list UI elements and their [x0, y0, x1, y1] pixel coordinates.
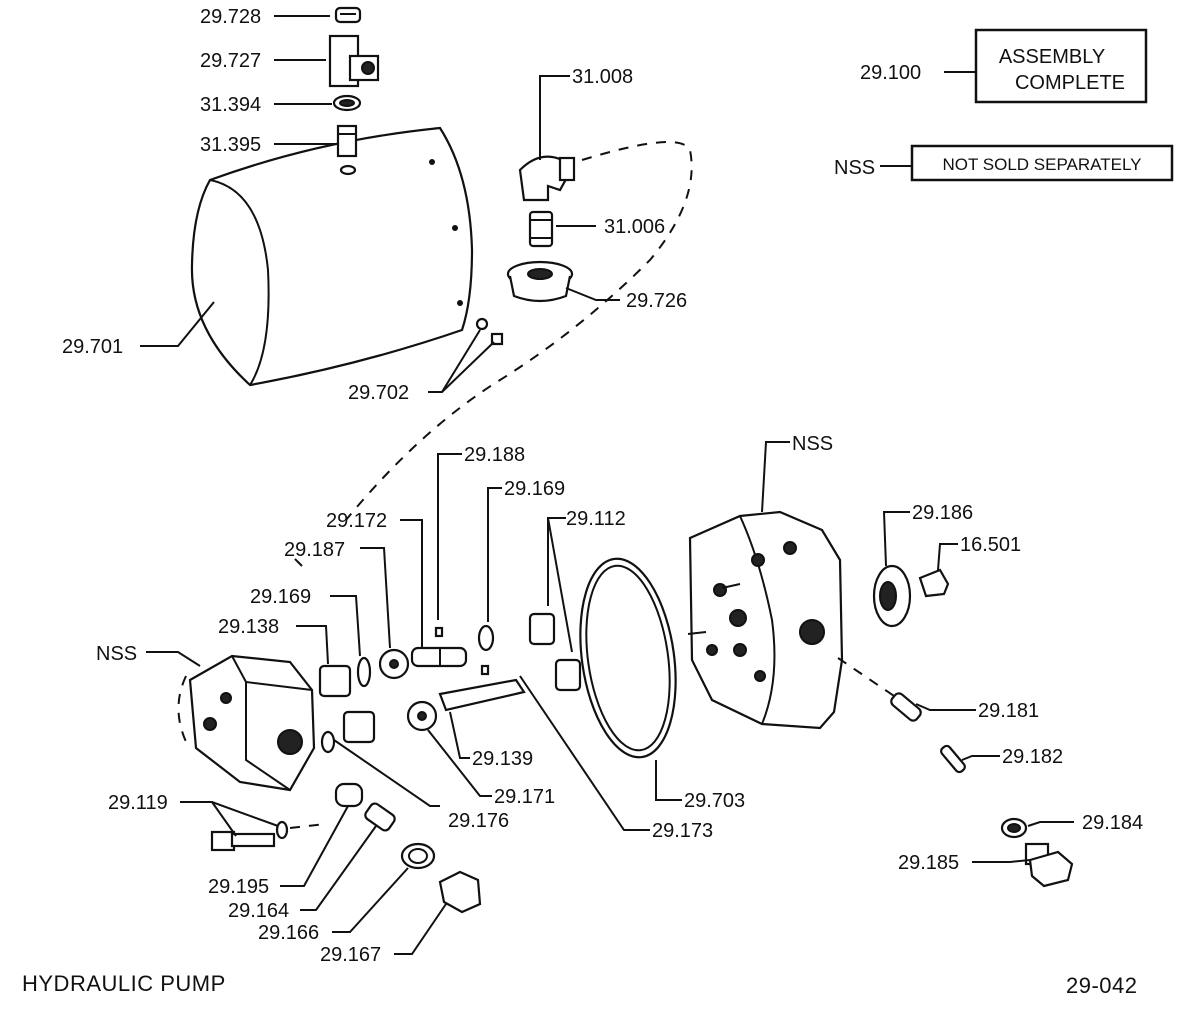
- label-29-182: 29.182: [1002, 746, 1063, 768]
- label-29-726: 29.726: [626, 290, 687, 312]
- label-29-195: 29.195: [208, 876, 269, 898]
- callout-labels: 29.728 29.727 31.394 31.395 31.008 31.00…: [62, 6, 1143, 966]
- plug-29-185: [1024, 842, 1074, 888]
- fasteners-29-702: [475, 317, 504, 346]
- return-hose-dashed: [345, 141, 693, 521]
- leader-lines: [140, 15, 1074, 955]
- label-29-139: 29.139: [472, 748, 533, 770]
- tee-fitting-29-727: [328, 34, 380, 88]
- seal-29-186: [872, 564, 912, 628]
- label-29-727: 29.727: [200, 50, 261, 72]
- label-29-164: 29.164: [228, 900, 289, 922]
- label-29-172: 29.172: [326, 510, 387, 532]
- bolt-path-dashed: [289, 823, 327, 829]
- assembly-text-line2: COMPLETE: [1015, 72, 1125, 94]
- assembly-text-line1: ASSEMBLY: [999, 46, 1105, 68]
- seal-ring-29-169-top: [477, 624, 495, 652]
- label-29-728: 29.728: [200, 6, 261, 28]
- label-29-176: 29.176: [448, 810, 509, 832]
- seal-ring-29-169-left: [320, 656, 372, 754]
- label-29-701: 29.701: [62, 336, 123, 358]
- breather-cap-29-728: [334, 6, 362, 24]
- fitting-16-501: [918, 568, 950, 598]
- diagram-title: HYDRAULIC PUMP: [22, 971, 226, 996]
- label-29-119: 29.119: [108, 792, 168, 814]
- label-16-501: 16.501: [960, 534, 1021, 556]
- valve-path-dashed: [837, 657, 901, 701]
- label-31-394: 31.394: [200, 94, 261, 116]
- nipple-31-395: [336, 124, 358, 158]
- gear-29-171: [406, 700, 438, 732]
- label-nss-right: NSS: [792, 433, 833, 455]
- washer-29-184: [1000, 817, 1028, 839]
- label-nss-left: NSS: [96, 643, 137, 665]
- label-31-395: 31.395: [200, 134, 261, 156]
- key-29-188: [434, 626, 444, 638]
- assembly-legend: 29.100 ASSEMBLY COMPLETE: [860, 28, 1148, 104]
- plug-29-167: [438, 870, 482, 914]
- label-31-006: 31.006: [604, 216, 665, 238]
- adapter-29-726: [506, 260, 574, 303]
- bushing-29-138: [318, 664, 376, 744]
- label-29-173: 29.173: [652, 820, 713, 842]
- label-29-186: 29.186: [912, 502, 973, 524]
- label-29-185: 29.185: [898, 852, 959, 874]
- label-29-112: 29.112: [566, 508, 626, 530]
- label-29-171: 29.171: [494, 786, 555, 808]
- label-29-169-left: 29.169: [250, 586, 311, 608]
- pump-end-housing-nss: [177, 654, 316, 792]
- label-29-184: 29.184: [1082, 812, 1143, 834]
- nss-text: NOT SOLD SEPARATELY: [942, 155, 1141, 174]
- spool-29-195: [334, 782, 364, 808]
- nss-legend: NSS NOT SOLD SEPARATELY: [834, 144, 1174, 182]
- nss-code: NSS: [834, 157, 875, 179]
- reservoir-tank: [190, 126, 474, 387]
- label-29-169-top: 29.169: [504, 478, 565, 500]
- o-ring-29-703: [579, 557, 677, 759]
- label-29-167: 29.167: [320, 944, 381, 966]
- label-29-138: 29.138: [218, 616, 279, 638]
- bolt-29-119: [210, 820, 289, 852]
- label-29-702: 29.702: [348, 382, 409, 404]
- drawing-number: 29-042: [1066, 973, 1138, 998]
- label-31-008: 31.008: [572, 66, 633, 88]
- label-29-188: 29.188: [464, 444, 525, 466]
- assembly-code: 29.100: [860, 62, 921, 84]
- key-29-173: [480, 664, 490, 676]
- shaft-29-172: [410, 646, 468, 668]
- label-29-187: 29.187: [284, 539, 345, 561]
- gear-29-187: [378, 648, 410, 680]
- nipple-31-006: [528, 210, 554, 248]
- pump-main-body-nss: [687, 510, 844, 730]
- gear-path-dashed: [291, 555, 303, 567]
- nut-31-394: [332, 94, 362, 112]
- elbow-31-008: [518, 155, 576, 202]
- o-ring-29-166: [400, 842, 436, 870]
- label-29-703: 29.703: [684, 790, 745, 812]
- bushings-29-112: [528, 612, 582, 692]
- spring-29-164: [364, 802, 396, 832]
- label-29-166: 29.166: [258, 922, 319, 944]
- pin-29-182: [940, 744, 966, 774]
- drive-shaft-29-139: [438, 678, 526, 712]
- spring-29-181: [890, 692, 922, 722]
- label-29-181: 29.181: [978, 700, 1039, 722]
